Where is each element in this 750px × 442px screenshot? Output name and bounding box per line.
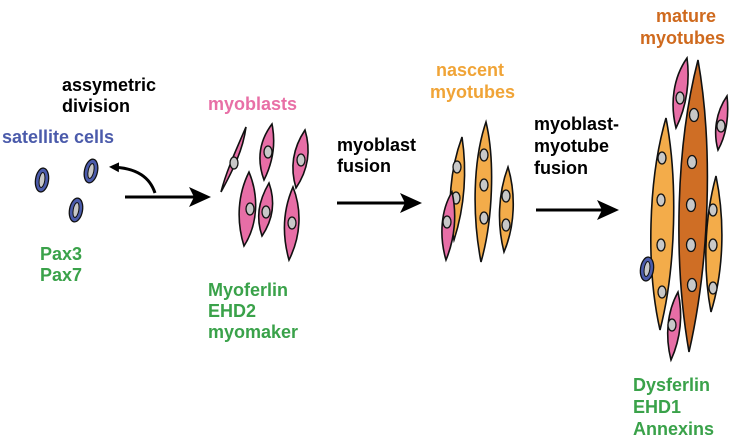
mature-myotubes-group	[639, 55, 729, 363]
myoblast-fusion-label-line2: fusion	[337, 156, 391, 176]
division-label-line2: division	[62, 96, 130, 116]
mature-label-line2: myotubes	[640, 28, 725, 48]
nascent-label-line1: nascent	[436, 60, 504, 80]
marker-ehd1: EHD1	[633, 397, 681, 417]
fusing-myoblast	[441, 189, 456, 263]
satellite-cell	[639, 256, 655, 282]
fusing-myoblast	[666, 289, 682, 363]
asymmetric-division-arrow	[109, 162, 157, 194]
myoblast	[220, 126, 247, 193]
mature-myotube	[705, 175, 723, 313]
nascent-myotube	[474, 119, 493, 263]
satellite-cell	[68, 197, 84, 223]
marker-myomaker: myomaker	[208, 322, 298, 342]
satellite-cells-label: satellite cells	[2, 127, 114, 147]
nascent-myotubes-group	[441, 119, 515, 263]
mature-myotube	[650, 117, 675, 331]
fusing-myoblast	[714, 93, 729, 153]
mature-label-line1: mature	[656, 6, 716, 26]
satellite-cell	[83, 158, 99, 184]
myoblast	[238, 170, 257, 248]
marker-annexins: Annexins	[633, 419, 714, 439]
fusion2-label-line1: myoblast-	[534, 114, 619, 134]
mature-myotube-dark	[678, 59, 709, 353]
satellite-cells-group	[34, 158, 99, 223]
myoblast	[259, 122, 275, 183]
myoblast	[283, 184, 300, 263]
fusion2-label-line3: fusion	[534, 158, 588, 178]
satellite-cell	[34, 167, 50, 193]
marker-pax7: Pax7	[40, 265, 82, 285]
myoblasts-group	[220, 122, 309, 263]
fusion2-label-line2: myotube	[534, 136, 609, 156]
nascent-label-line2: myotubes	[430, 82, 515, 102]
myoblast	[257, 181, 274, 238]
marker-dysferlin: Dysferlin	[633, 375, 710, 395]
nascent-myotube	[498, 164, 515, 255]
myoblasts-label: myoblasts	[208, 94, 297, 114]
myoblast-fusion-label-line1: myoblast	[337, 135, 416, 155]
fusing-myoblast	[672, 55, 689, 131]
myoblast	[292, 128, 309, 190]
marker-pax3: Pax3	[40, 244, 82, 264]
marker-myoferlin: Myoferlin	[208, 280, 288, 300]
marker-ehd2: EHD2	[208, 301, 256, 321]
division-label-line1: assymetric	[62, 75, 156, 95]
